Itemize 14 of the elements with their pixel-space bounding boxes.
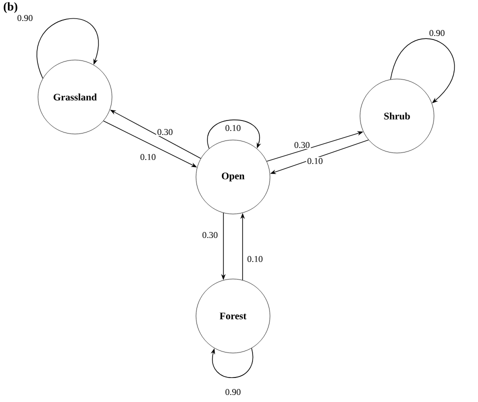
- arrow: [210, 348, 254, 378]
- edge-label: 0.10: [224, 124, 242, 132]
- edge-label: 0.10: [139, 152, 157, 162]
- edge-label: 0.30: [293, 140, 311, 150]
- panel-label: (b): [4, 2, 18, 14]
- arrow: [36, 18, 99, 79]
- edge-label: 0.10: [306, 156, 324, 166]
- edge-label: 0.90: [16, 14, 34, 22]
- edge-label: 0.30: [156, 128, 174, 136]
- edge-label: 0.90: [224, 388, 242, 396]
- edge-label: 0.90: [428, 28, 446, 38]
- edge-label: 0.30: [201, 230, 219, 240]
- edge-label: 0.10: [246, 254, 264, 264]
- arrow: [207, 120, 262, 149]
